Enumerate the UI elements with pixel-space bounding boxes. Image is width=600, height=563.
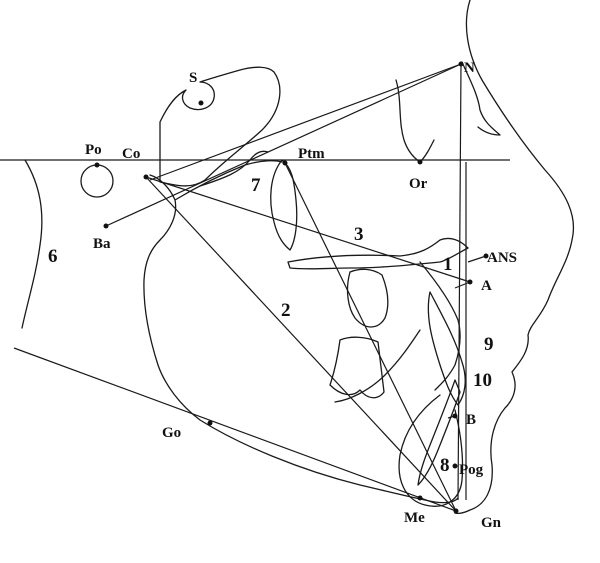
pterygomaxillary-fissure [270, 159, 298, 251]
landmark-labels: S N Po Co Ptm Or Ba ANS A B Pog Go Me Gn [85, 60, 517, 531]
landmark-point-b [452, 413, 458, 419]
landmark-point-ba [103, 223, 109, 229]
mandibular-symphysis [398, 394, 464, 507]
landmark-label-ptm: Ptm [298, 146, 325, 162]
landmark-label-s: S [189, 70, 197, 86]
anatomy-outlines [21, 0, 575, 515]
landmark-point-go [207, 420, 213, 426]
porion-circle [80, 164, 114, 198]
landmark-point-a [467, 279, 473, 285]
landmark-points [94, 61, 489, 514]
landmark-label-ba: Ba [93, 236, 111, 252]
soft-tissue-profile [454, 0, 575, 515]
landmark-point-ans [483, 253, 489, 259]
nasal-bone [461, 61, 501, 136]
mandibular-plane-line [13, 347, 457, 512]
sella-turcica [159, 66, 281, 187]
landmark-point-n [458, 61, 464, 67]
hard-palate [287, 237, 469, 270]
measurement-label-2: 2 [281, 300, 291, 321]
landmark-point-me [417, 495, 423, 501]
landmark-point-ptm [282, 160, 288, 166]
landmark-label-go: Go [162, 425, 181, 441]
orbit-outline [395, 79, 435, 163]
landmark-label-po: Po [85, 142, 102, 158]
landmark-point-co [143, 174, 149, 180]
landmark-label-gn: Gn [481, 515, 502, 531]
upper-incisor [427, 291, 466, 406]
measurement-label-9: 9 [484, 334, 494, 355]
measurement-label-6: 6 [48, 246, 58, 267]
landmark-label-me: Me [404, 510, 425, 526]
landmark-label-b: B [466, 412, 476, 428]
co-a-line [145, 176, 471, 283]
co-gn-line [145, 176, 457, 512]
mandible-inner-curve [334, 329, 421, 403]
landmark-label-n: N [464, 60, 475, 76]
lower-incisor [417, 379, 461, 486]
landmark-point-s [198, 100, 204, 106]
ptm-gn-line [284, 162, 457, 512]
measurement-label-7: 7 [251, 175, 261, 196]
measurement-label-8: 8 [440, 455, 450, 476]
reference-lines [0, 63, 510, 512]
upper-molar [346, 268, 389, 328]
mandible-outline [143, 160, 459, 504]
measurement-label-10: 10 [473, 370, 492, 391]
ba-n-line [105, 63, 462, 227]
landmark-point-gn [453, 508, 459, 514]
ans-pointer-line [467, 255, 487, 263]
measurement-label-1: 1 [443, 254, 453, 275]
cranial-base-curve [21, 159, 43, 329]
nasion-perpendicular-line [457, 63, 462, 501]
landmark-label-a: A [481, 278, 492, 294]
landmark-point-po [94, 162, 100, 168]
landmark-label-or: Or [409, 176, 428, 192]
lower-molar [329, 336, 385, 399]
a-point-tick [454, 281, 471, 289]
measurement-label-3: 3 [354, 224, 364, 245]
s-n-line [149, 63, 462, 181]
landmark-label-ans: ANS [487, 250, 517, 266]
maxilla-anterior [419, 261, 461, 391]
measurement-labels: 1 2 3 6 7 8 9 10 [48, 175, 494, 476]
landmark-label-co: Co [122, 146, 140, 162]
landmark-point-or [417, 159, 423, 165]
landmark-point-pog [452, 463, 458, 469]
landmark-label-pog: Pog [459, 462, 484, 478]
